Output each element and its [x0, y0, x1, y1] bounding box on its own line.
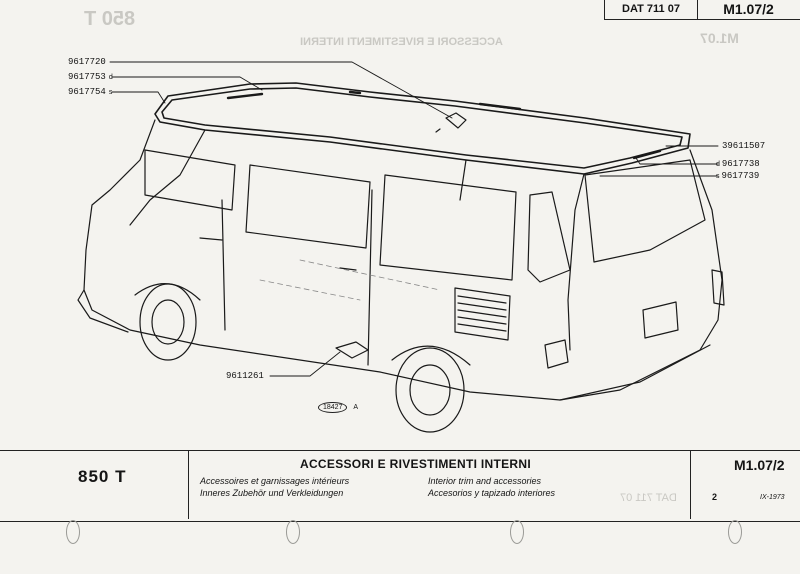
translation-en: Interior trim and accessories [428, 476, 542, 486]
part-label: 9617720 [68, 57, 106, 67]
header-code-box: DAT 711 07 M1.07/2 [604, 0, 800, 20]
van-body-outline [77, 112, 725, 433]
model-name: 850 T [78, 467, 127, 486]
figure-ref-number: 18427 [318, 402, 348, 413]
section-title: ACCESSORI E RIVESTIMENTI INTERNI [300, 457, 531, 471]
figure-ref-letter: A [353, 404, 359, 411]
binder-hole [286, 520, 300, 544]
page-number: 2 [712, 492, 718, 502]
van-exploded-drawing [77, 61, 725, 433]
binder-hole [66, 520, 80, 544]
footer-band [0, 450, 800, 522]
part-label: 9611261 [226, 371, 264, 381]
translation-fr: Accessoires et garnissages intérieurs [200, 476, 350, 486]
issue-date: IX-1973 [760, 494, 785, 501]
leader-lines [109, 61, 719, 377]
translation-de: Inneres Zubehör und Verkleidungen [200, 488, 344, 498]
footer-page-code: M1.07/2 [734, 457, 785, 473]
figure-ref: 18427 A [318, 402, 358, 413]
part-label: 39611507 [722, 141, 766, 151]
page-code: M1.07/2 [723, 1, 774, 17]
translation-es: Accesorios y tapizado interiores [428, 488, 556, 498]
binder-hole [728, 520, 742, 544]
roof-trim-strip [154, 82, 691, 175]
binder-hole [510, 520, 524, 544]
footer-divider [188, 451, 189, 519]
footer-divider [690, 451, 691, 519]
dat-code: DAT 711 07 [604, 0, 698, 19]
